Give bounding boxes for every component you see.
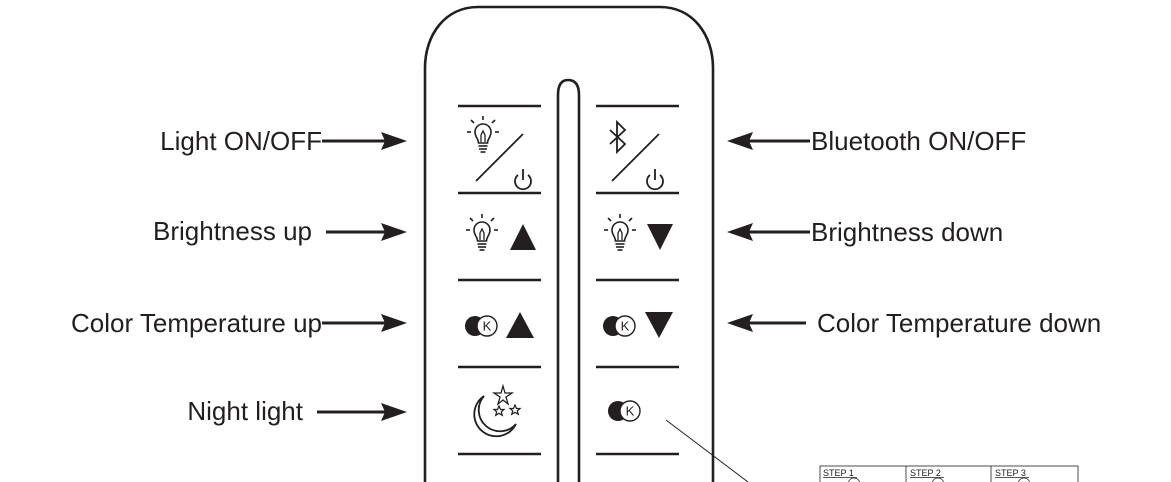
arrow-left: [727, 223, 810, 241]
arrow-right: [317, 403, 407, 421]
down-triangle-icon: [645, 312, 673, 338]
label-night-light: Night light: [187, 396, 303, 426]
step-3-label: STEP 3: [995, 468, 1026, 478]
down-triangle-icon: [647, 224, 673, 250]
up-triangle-icon: [510, 224, 536, 250]
bulb-icon: [603, 213, 637, 251]
slash-divider: [475, 133, 524, 182]
label-brightness-up: Brightness up: [153, 216, 312, 246]
color-temp-up-button[interactable]: K: [464, 312, 534, 338]
bluetooth-power-button[interactable]: [609, 119, 664, 191]
arrow-right: [322, 132, 407, 150]
night-light-button[interactable]: [473, 383, 522, 438]
moon-icon: [473, 395, 517, 438]
star-icon: [491, 383, 515, 406]
color-temp-down-button[interactable]: K: [602, 312, 673, 338]
power-icon: [514, 168, 532, 191]
color-temp-icon: K: [464, 315, 498, 337]
step-2-label: STEP 2: [910, 468, 941, 478]
brightness-up-button[interactable]: [465, 213, 536, 251]
bulb-icon: [465, 213, 499, 251]
star-icon: [508, 403, 522, 416]
remote-outline: [423, 5, 715, 482]
label-color-temp-down: Color Temperature down: [817, 308, 1101, 338]
label-light-on-off: Light ON/OFF: [160, 126, 322, 156]
bluetooth-icon: [609, 119, 627, 155]
color-temp-icon: K: [607, 400, 641, 422]
label-brightness-down: Brightness down: [811, 217, 1003, 247]
k-letter: K: [626, 404, 635, 419]
arrow-right: [326, 223, 407, 241]
star-icon: [492, 404, 506, 417]
k-letter: K: [621, 319, 630, 334]
brightness-down-button[interactable]: [603, 213, 673, 251]
button-row-dividers: [458, 104, 679, 456]
arrow-left: [727, 314, 806, 332]
color-temp-button[interactable]: K: [607, 400, 641, 422]
bulb-icon: [466, 115, 500, 153]
step-inset-table: STEP 1 STEP 2 STEP 3: [819, 465, 1079, 482]
up-triangle-icon: [506, 312, 534, 338]
label-bluetooth-on-off: Bluetooth ON/OFF: [811, 126, 1026, 156]
k-letter: K: [483, 319, 492, 334]
power-icon: [646, 168, 664, 191]
step-1-label: STEP 1: [823, 468, 854, 478]
color-temp-icon: K: [602, 315, 636, 337]
arrow-right: [322, 314, 407, 332]
label-color-temp-up: Color Temperature up: [71, 308, 322, 338]
leader-line: [665, 419, 749, 482]
center-divider: [556, 78, 581, 482]
slash-divider: [611, 133, 660, 182]
light-power-button[interactable]: [466, 115, 532, 191]
arrow-left: [727, 132, 810, 150]
